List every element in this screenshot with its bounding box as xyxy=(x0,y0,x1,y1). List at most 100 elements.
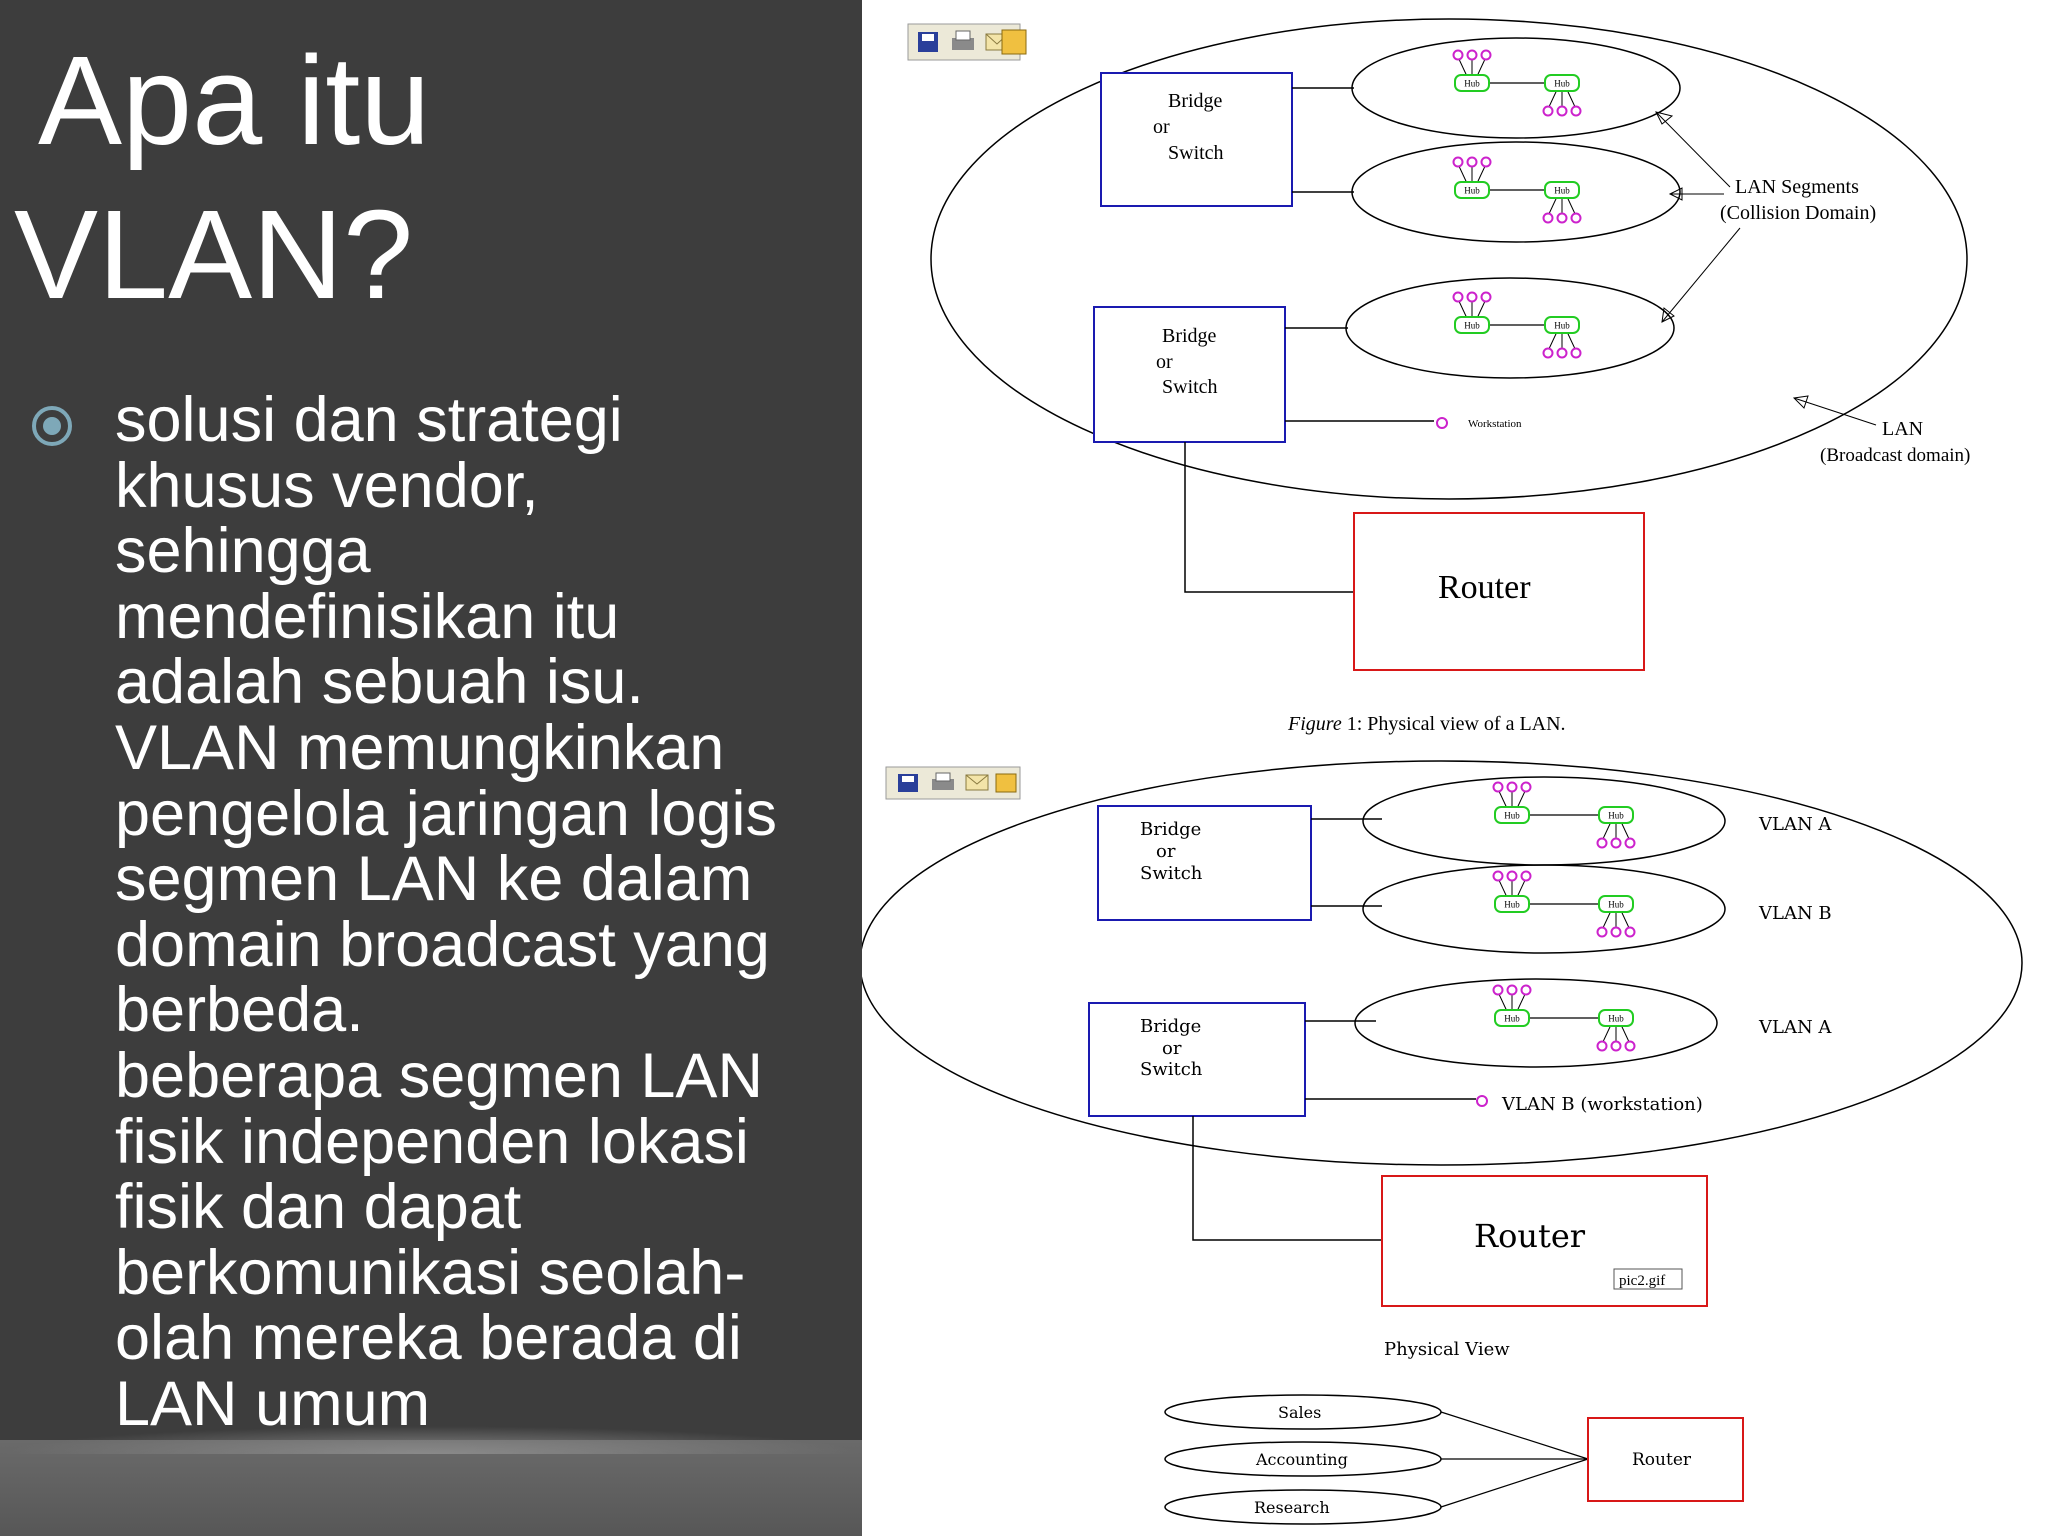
workstation-node xyxy=(1452,156,1464,168)
folder-icon[interactable] xyxy=(995,773,1017,793)
figure1: Bridge or Switch Bridge or Switch Workst… xyxy=(907,18,1970,735)
workstation-node xyxy=(1570,347,1582,359)
slide-footer-band xyxy=(0,1426,862,1536)
hub-box xyxy=(1454,181,1490,199)
workstation-node xyxy=(1610,837,1622,849)
slide-text-panel: Apa itu VLAN? solusi dan strategi khusus… xyxy=(0,0,862,1536)
workstation-node xyxy=(1492,984,1504,996)
hub-box xyxy=(1544,316,1580,334)
lan-segments-label: LAN Segments xyxy=(1735,176,1859,198)
router-label: Router xyxy=(1474,1217,1586,1255)
mail-icon[interactable] xyxy=(965,774,989,791)
bridge-label: Switch xyxy=(1140,1059,1203,1080)
workstation-node xyxy=(1476,1095,1488,1107)
print-icon[interactable] xyxy=(932,772,954,790)
hub-box xyxy=(1598,806,1634,824)
hub-label: Hub xyxy=(1554,186,1570,196)
workstation-node xyxy=(1556,212,1568,224)
hub-box xyxy=(1544,74,1580,92)
workstation-node xyxy=(1492,870,1504,882)
router-box xyxy=(1587,1417,1744,1502)
workstation-node xyxy=(1506,984,1518,996)
image-filename-label: pic2.gif xyxy=(1619,1273,1665,1289)
circle-bullet-icon xyxy=(32,406,72,446)
hub-label: Hub xyxy=(1464,186,1480,196)
figure3: Sales Accounting Research Router xyxy=(1164,1394,1744,1525)
bridge-label: or xyxy=(1162,1038,1182,1059)
workstation-node xyxy=(1466,291,1478,303)
workstation-node xyxy=(1480,291,1492,303)
router-label: Router xyxy=(1438,569,1531,606)
hub-label: Hub xyxy=(1504,900,1520,910)
hub-box xyxy=(1454,74,1490,92)
workstation-node xyxy=(1520,984,1532,996)
workstation-node xyxy=(1452,291,1464,303)
figure1-caption: Figure 1: Physical view of a LAN. xyxy=(1287,713,1566,735)
print-icon[interactable] xyxy=(952,30,974,50)
vlan-b-workstation-label: VLAN B (workstation) xyxy=(1501,1094,1703,1115)
hub-label: Hub xyxy=(1608,1014,1624,1024)
hub-box xyxy=(1598,1009,1634,1027)
vlan-label: VLAN A xyxy=(1758,814,1832,835)
lan-segment-ellipse xyxy=(1351,37,1681,139)
workstation-node xyxy=(1624,926,1636,938)
group-label-research: Research xyxy=(1254,1498,1330,1517)
image-filename-tag xyxy=(1613,1268,1683,1290)
hub-box xyxy=(1494,895,1530,913)
folder-icon-shape[interactable] xyxy=(1001,29,1027,55)
workstation-node xyxy=(1452,49,1464,61)
lan-label: LAN xyxy=(1882,418,1923,440)
workstation-node xyxy=(1596,837,1608,849)
bridge-label: Bridge xyxy=(1162,325,1217,347)
vlan-segment-ellipse xyxy=(1362,864,1726,954)
workstation-node xyxy=(1492,781,1504,793)
bridge-label: Bridge xyxy=(1168,90,1223,112)
bridge-label: Bridge xyxy=(1140,819,1201,840)
bullet-paragraph: solusi dan strategi khusus vendor, sehin… xyxy=(115,385,777,1439)
vlan-label: VLAN A xyxy=(1758,1017,1832,1038)
vlan-segment-ellipse xyxy=(1354,978,1718,1068)
figure2-caption: Physical View xyxy=(1384,1339,1510,1360)
save-icon[interactable] xyxy=(918,32,938,52)
save-icon[interactable] xyxy=(898,774,918,792)
slide-title-line-1: Apa itu xyxy=(38,30,431,171)
router-box xyxy=(1353,512,1645,671)
hub-box xyxy=(1494,806,1530,824)
workstation-node xyxy=(1610,926,1622,938)
router-label: Router xyxy=(1632,1450,1692,1470)
workstation-node xyxy=(1466,156,1478,168)
workstation-node xyxy=(1570,212,1582,224)
lan-broadcast-ellipse xyxy=(862,760,2023,1166)
hub-label: Hub xyxy=(1554,79,1570,89)
lan-segments-label: (Collision Domain) xyxy=(1720,202,1876,224)
lan-segment-ellipse xyxy=(1345,277,1675,379)
figure1-caption-rest: 1: Physical view of a LAN. xyxy=(1342,713,1566,735)
lan-segment-ellipse xyxy=(1351,141,1681,243)
workstation-node xyxy=(1506,781,1518,793)
workstation-node xyxy=(1610,1040,1622,1052)
bridge-label: or xyxy=(1156,351,1173,373)
figure1-caption-italic: Figure xyxy=(1287,713,1342,735)
bridge-switch-box xyxy=(1100,72,1293,207)
bridge-switch-box xyxy=(1097,805,1312,921)
hub-box xyxy=(1544,181,1580,199)
workstation-node xyxy=(1556,347,1568,359)
group-label-accounting: Accounting xyxy=(1255,1450,1348,1469)
workstation-node xyxy=(1520,781,1532,793)
lan-label: (Broadcast domain) xyxy=(1820,445,1970,466)
hub-label: Hub xyxy=(1554,321,1570,331)
workstation-node xyxy=(1466,49,1478,61)
slide-title-line-2: VLAN? xyxy=(14,184,414,325)
bridge-label: Switch xyxy=(1140,863,1203,884)
workstation-node xyxy=(1480,49,1492,61)
workstation-node xyxy=(1436,417,1448,429)
workstation-node xyxy=(1542,212,1554,224)
hub-label: Hub xyxy=(1464,321,1480,331)
bridge-label: Switch xyxy=(1162,376,1218,398)
diagram-area: Bridge or Switch Bridge or Switch Workst… xyxy=(862,0,2048,1536)
workstation-node xyxy=(1624,837,1636,849)
bridge-switch-box xyxy=(1093,306,1286,443)
workstation-node xyxy=(1570,105,1582,117)
hub-label: Hub xyxy=(1504,1014,1520,1024)
